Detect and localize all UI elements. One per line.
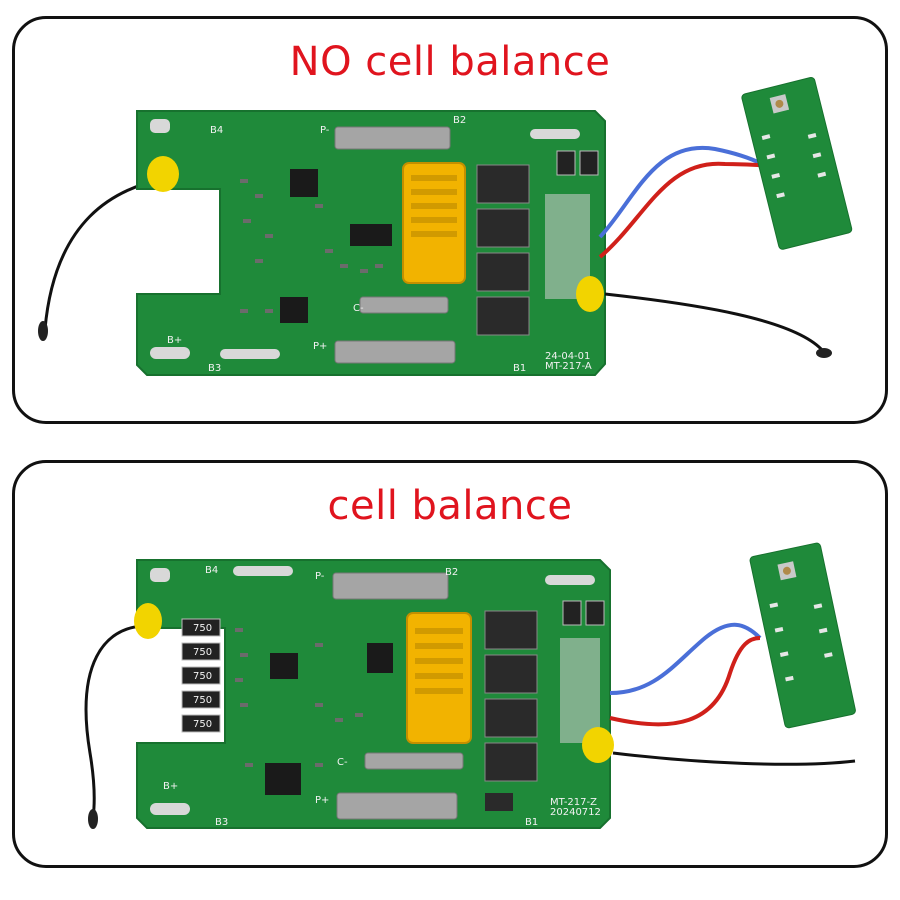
thermistor-right — [582, 727, 614, 763]
led-indicator-board — [749, 542, 856, 729]
panel-title: cell balance — [327, 483, 573, 529]
label-c-minus: C- — [353, 303, 364, 314]
resistor-label: 750 — [193, 671, 212, 682]
label-b1: B1 — [513, 363, 526, 374]
label-b-plus: B+ — [163, 781, 178, 792]
resistor-label: 750 — [193, 647, 212, 658]
resistor-label: 750 — [193, 695, 212, 706]
thermistor-left — [134, 603, 162, 639]
label-b-plus: B+ — [167, 335, 182, 346]
panel-title: NO cell balance — [289, 39, 611, 85]
balance-resistors: 750 750 750 750 750 — [181, 618, 221, 733]
led-indicator-board — [741, 77, 853, 250]
label-date: 20240712 — [550, 807, 601, 818]
label-b1: B1 — [525, 817, 538, 828]
label-date: 24-04-01 — [545, 351, 590, 362]
resistor-label: 750 — [193, 719, 212, 730]
label-p-minus: P- — [320, 125, 330, 136]
label-b3: B3 — [215, 817, 228, 828]
label-code: MT-217-Z — [550, 797, 597, 808]
label-p-minus: P- — [315, 571, 325, 582]
thermistor-left — [147, 156, 179, 192]
label-b4: B4 — [210, 125, 223, 136]
bms-board-photo: 750 750 750 750 750 — [84, 542, 856, 829]
label-c-minus: C- — [337, 757, 348, 768]
label-p-plus: P+ — [313, 341, 327, 352]
label-b3: B3 — [208, 363, 221, 374]
panel-no-cell-balance: NO cell balance — [12, 16, 888, 424]
label-b2: B2 — [445, 567, 458, 578]
thermistor-right — [576, 276, 604, 312]
bms-board-photo: B4 B2 B1 B3 P- P+ C- B+ 24-04-01 MT-217-… — [38, 77, 853, 376]
label-code: MT-217-A — [545, 361, 592, 372]
panel-cell-balance: cell balance 750 750 750 750 750 — [12, 460, 888, 868]
label-b4: B4 — [205, 565, 218, 576]
label-b2: B2 — [453, 115, 466, 126]
label-p-plus: P+ — [315, 795, 329, 806]
resistor-label: 750 — [193, 623, 212, 634]
